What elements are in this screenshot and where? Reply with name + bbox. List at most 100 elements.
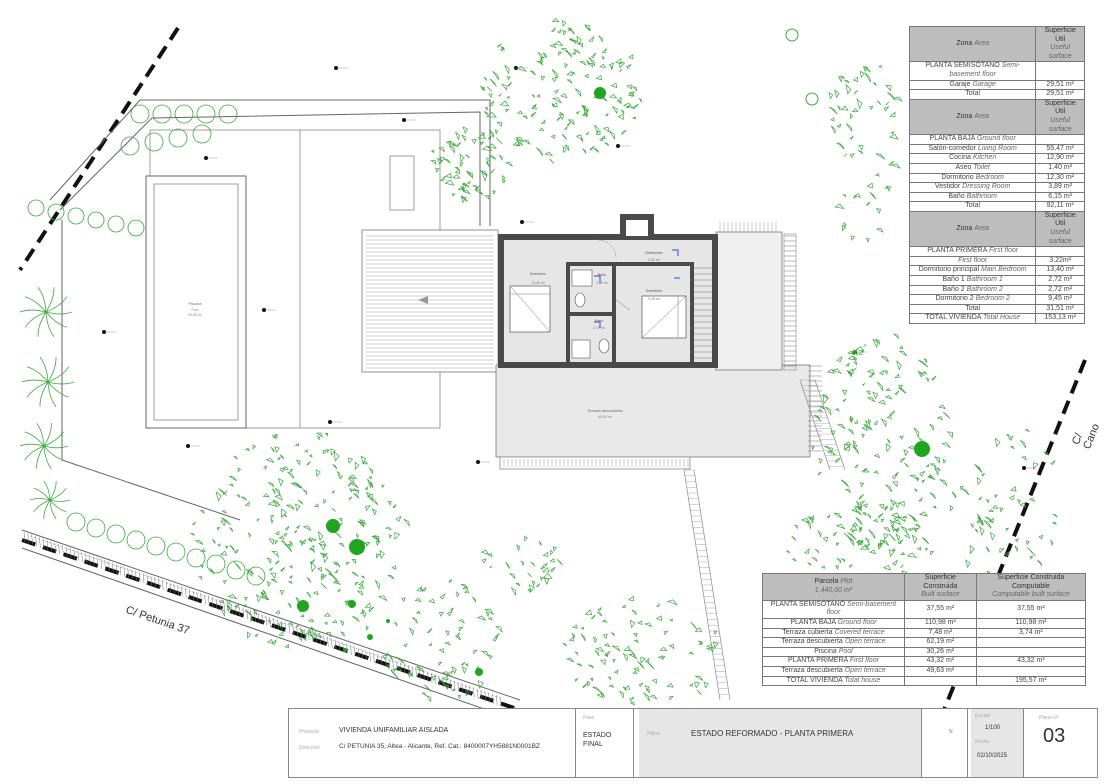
section-title: PLANTA SEMISÓTANO Semi-basement floor bbox=[908, 61, 1037, 81]
section-total-label: Total bbox=[908, 303, 1037, 315]
useful-header-zone: Zona Area bbox=[908, 98, 1037, 136]
built-value: 7,48 m² bbox=[928, 628, 953, 636]
built-row-name: Piscina Pool bbox=[762, 646, 905, 658]
built-row-computable: 110,98 m² bbox=[975, 617, 1087, 629]
room-name-en: Bedroom bbox=[975, 173, 1004, 181]
room-surface-value: 13,40 m² bbox=[1046, 266, 1074, 274]
room-surface: 29,51 m² bbox=[1035, 79, 1085, 91]
room-name-es: Cocina bbox=[949, 154, 971, 162]
section-title-blank bbox=[1035, 61, 1085, 81]
built-name-en: Open terrace bbox=[844, 638, 886, 646]
room-name-en: Kitchen bbox=[972, 154, 997, 162]
sheet-cell: Plano Nº 03 bbox=[1029, 709, 1097, 777]
surface-header: Superficie Útil bbox=[1044, 211, 1076, 228]
built-value: 49,63 m² bbox=[926, 666, 955, 674]
room-surface: 6,15 m² bbox=[1035, 191, 1085, 203]
total-label: Total bbox=[965, 202, 981, 210]
project-address: C/ PETUNIA 35, Altea - Alicante, Ref. Ca… bbox=[339, 743, 540, 750]
bath2-area: 2,72 m² bbox=[593, 326, 606, 330]
palm-trees bbox=[19, 287, 75, 520]
room-name-en: Bedroom 2 bbox=[975, 295, 1010, 303]
main-bedroom-label: Dormitorio bbox=[530, 272, 546, 276]
project-name: VIVIENDA UNIFAMILIAR AISLADA bbox=[339, 727, 449, 734]
terrace-area: 49,63 m² bbox=[598, 415, 613, 419]
room-name-en: Bathroom 1 bbox=[966, 276, 1003, 284]
room-name-es: Salón-comedor bbox=[928, 144, 976, 152]
room-name-es: Garaje bbox=[949, 80, 971, 88]
built-value: 62,19 m² bbox=[926, 638, 955, 646]
scale-label: Escala bbox=[975, 713, 991, 719]
pergola bbox=[361, 229, 499, 373]
zone-header-en: Area bbox=[974, 224, 990, 232]
zone-header-en: Area bbox=[974, 39, 990, 47]
built-row-computable: 3,74 m² bbox=[975, 627, 1087, 639]
room-name-es: Baño bbox=[948, 192, 965, 200]
room-surface: 2,72 m² bbox=[1035, 284, 1085, 296]
section-title: PLANTA BAJA Ground floor bbox=[908, 134, 1037, 145]
sheet-number: 03 bbox=[1043, 725, 1066, 747]
built-name-en: Open terrace bbox=[844, 666, 886, 674]
built-row-built: 7,48 m² bbox=[903, 627, 977, 639]
project-label: Proyecto bbox=[299, 729, 319, 735]
room-surface: 12,30 m² bbox=[1035, 172, 1085, 184]
room-name: Dormitorio Bedroom bbox=[908, 172, 1037, 184]
distributor-area: 3,22 m² bbox=[648, 258, 661, 262]
built-name: PLANTA SEMISÓTANO bbox=[770, 600, 846, 608]
trees bbox=[297, 28, 930, 676]
built-row-built: 49,63 m² bbox=[903, 665, 977, 677]
built-name-en: Covered terrace bbox=[834, 628, 885, 636]
room-name: Vestidor Dressing Room bbox=[908, 182, 1037, 193]
section-name: PLANTA PRIMERA bbox=[927, 247, 987, 255]
section-title: PLANTA PRIMERA First floor bbox=[908, 246, 1037, 257]
built-label-en: Built surface bbox=[921, 591, 960, 599]
room-name-en: Main Bedroom bbox=[981, 266, 1027, 274]
scale-value: 1/100 bbox=[985, 725, 1001, 731]
street-edge bbox=[21, 529, 521, 719]
useful-section-title: PLANTA PRIMERA First floor bbox=[908, 246, 1085, 257]
pool bbox=[145, 175, 247, 429]
section-title-blank bbox=[1035, 246, 1085, 257]
section-name-en: First floor bbox=[988, 247, 1019, 255]
phase-label: Fase bbox=[583, 715, 595, 721]
pool-label: Piscina bbox=[189, 301, 203, 306]
built-total-built bbox=[903, 675, 977, 687]
built-row-name: PLANTA SEMISÓTANO Semi-basement floor bbox=[762, 599, 905, 619]
built-total-es: TOTAL VIVIENDA bbox=[786, 676, 843, 684]
room-surface-value: 6,15 m² bbox=[1048, 192, 1073, 200]
room-surface-value: 2,72 m² bbox=[1048, 285, 1073, 293]
built-name-en: Semi-basement floor bbox=[826, 600, 897, 617]
room-name-en: Bathroom 2 bbox=[966, 285, 1003, 293]
section-name: PLANTA SEMISÓTANO bbox=[925, 62, 1000, 70]
drawing-title: ESTADO REFORMADO - PLANTA PRIMERA bbox=[691, 729, 854, 738]
built-row-built: 30,26 m² bbox=[903, 646, 977, 658]
phase-value: ESTADO FINAL bbox=[583, 732, 612, 748]
grand-total-es: TOTAL VIVIENDA bbox=[925, 314, 982, 322]
room-surface-value: 1,40 m² bbox=[1048, 163, 1073, 171]
room-name: Salón-comedor Living Room bbox=[908, 143, 1037, 155]
drawing-cell: Plano ESTADO REFORMADO - PLANTA PRIMERA bbox=[639, 709, 922, 777]
distributor-label: Distribuidor bbox=[645, 251, 664, 255]
room-name: Cocina Kitchen bbox=[908, 153, 1037, 164]
useful-section-title: PLANTA BAJA Ground floor bbox=[908, 134, 1085, 145]
first-floor-house bbox=[498, 214, 718, 368]
built-total-value: 195,57 m² bbox=[1015, 676, 1047, 684]
surface-header-en: Useful surface bbox=[1048, 229, 1072, 245]
computable-label-en: Computable built surface bbox=[992, 591, 1070, 599]
drawing-label: Plano bbox=[647, 731, 660, 737]
